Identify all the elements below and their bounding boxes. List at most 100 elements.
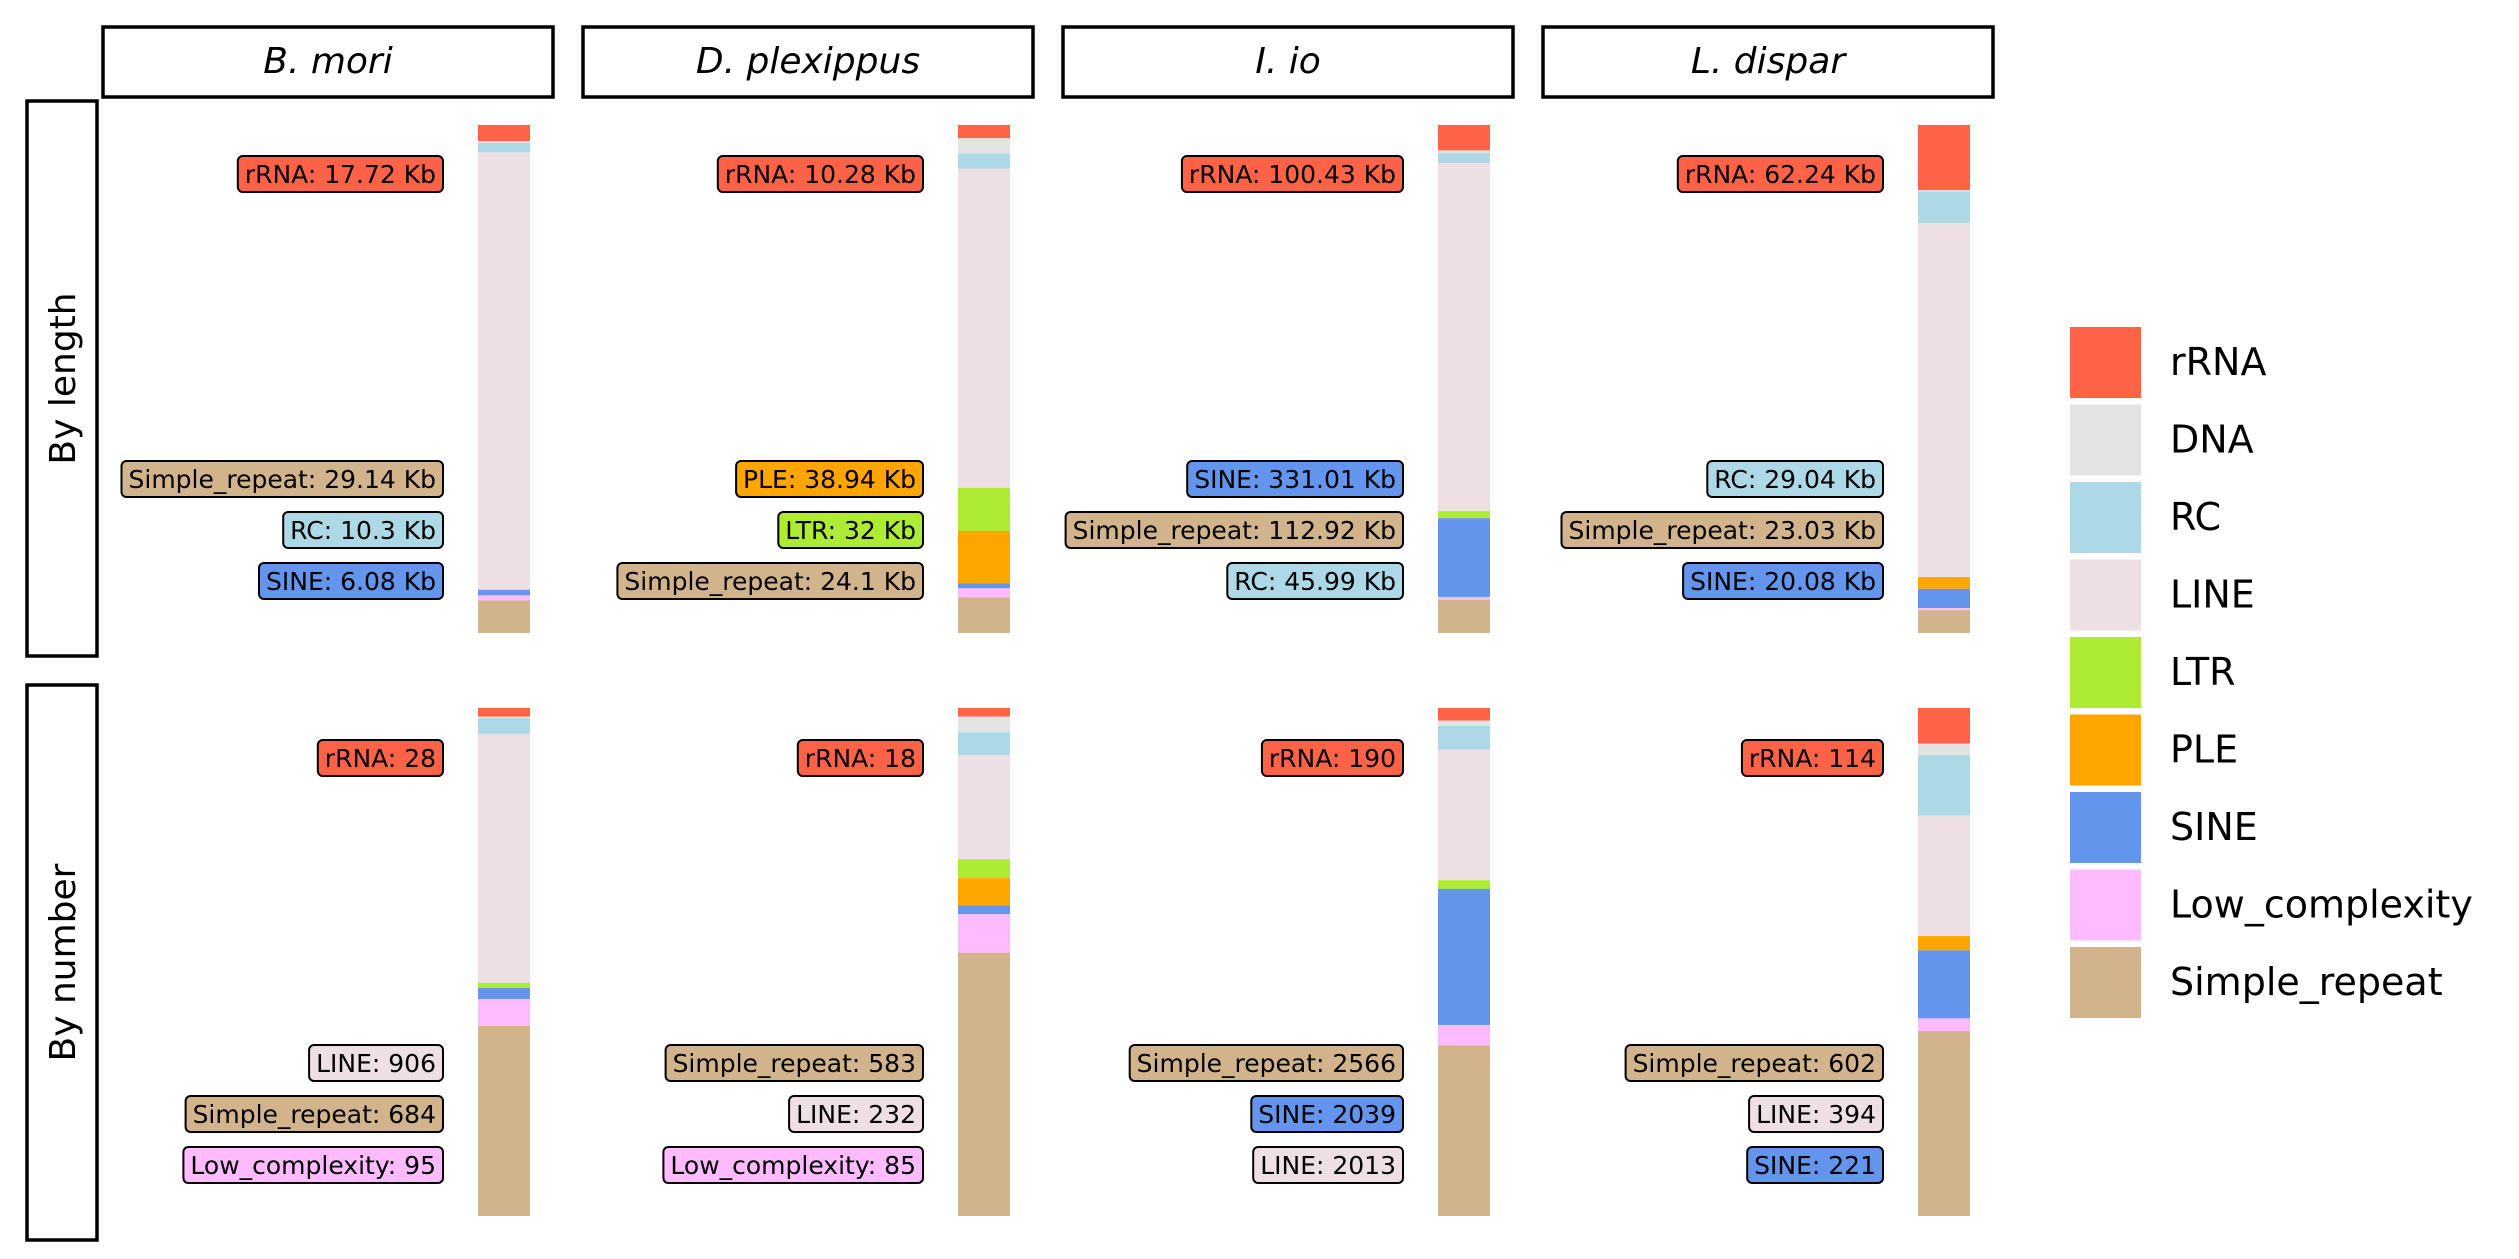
- column-header-box-i-io: [1061, 25, 1515, 99]
- segment-label-box: [282, 511, 445, 549]
- bar-segment-line: [478, 733, 530, 983]
- segment-label-text: SINE: 221: [1754, 1151, 1876, 1180]
- segment-label-text: Simple_repeat: 684: [193, 1100, 436, 1129]
- bar-segment-low-complexity: [958, 588, 1010, 598]
- segment-label-box: [1746, 1146, 1884, 1184]
- bar-segment-sine: [1438, 888, 1490, 1025]
- column-header-l-dispar: L. dispar: [1691, 41, 1847, 82]
- segment-label-simple-repeat: Simple_repeat: 583: [664, 1044, 924, 1082]
- segment-label-text: RC: 45.99 Kb: [1234, 567, 1396, 596]
- bar-segment-simple-repeat: [478, 1026, 530, 1216]
- bar-segment-ltr: [1438, 511, 1490, 519]
- segment-label-sine: SINE: 221: [1746, 1146, 1884, 1184]
- bar-segment-ltr: [958, 487, 1010, 531]
- bar-segment-rrna: [1438, 708, 1490, 721]
- bar-segment-rc: [1438, 725, 1490, 750]
- legend-item-ple: PLE: [2070, 714, 2238, 786]
- legend-swatch: [2070, 404, 2141, 476]
- bar-segment-simple-repeat: [1918, 610, 1970, 633]
- segment-label-rrna: rRNA: 100.43 Kb: [1180, 155, 1405, 193]
- segment-label-box: [716, 155, 924, 193]
- bar-segment-rrna: [958, 708, 1010, 717]
- bar-segment-sine: [1438, 518, 1490, 597]
- bar-segment-rc: [1438, 152, 1490, 164]
- segment-label-rrna: rRNA: 28: [316, 739, 444, 777]
- legend-label: Low_complexity: [2170, 883, 2473, 927]
- segment-label-text: Simple_repeat: 24.1 Kb: [624, 567, 916, 596]
- segment-label-box: [1180, 155, 1405, 193]
- legend-label: PLE: [2170, 728, 2238, 772]
- bar-segment-rrna: [1918, 708, 1970, 744]
- bar-segment-rc: [958, 732, 1010, 756]
- row-header-by-length: By length: [43, 292, 84, 464]
- column-header-d-plexippus: D. plexippus: [696, 41, 920, 82]
- legend-label: DNA: [2170, 418, 2254, 462]
- segment-label-box: [788, 1095, 924, 1133]
- segment-label-rrna: rRNA: 114: [1740, 739, 1885, 777]
- segment-label-box: [1624, 1044, 1884, 1082]
- legend-swatch: [2070, 792, 2141, 863]
- bar-segment-sine: [478, 987, 530, 1000]
- segment-label-box: [120, 460, 444, 498]
- bar-segment-sine: [1918, 588, 1970, 609]
- bar-segment-ple: [958, 878, 1010, 906]
- segment-label-text: LINE: 906: [316, 1049, 436, 1078]
- bar-segment-ple: [958, 530, 1010, 584]
- column-header-box-l-dispar: [1541, 25, 1995, 99]
- segment-label-box: [316, 739, 444, 777]
- bar-segment-simple-repeat: [478, 600, 530, 633]
- legend-item-dna: DNA: [2070, 404, 2254, 476]
- segment-label-box: [735, 460, 924, 498]
- bar-segment-line: [478, 152, 530, 590]
- segment-label-rrna: rRNA: 62.24 Kb: [1676, 155, 1885, 193]
- bar-segment-dna: [1918, 743, 1970, 756]
- segment-label-simple-repeat: Simple_repeat: 29.14 Kb: [120, 460, 444, 498]
- bar-segment-dna: [478, 141, 530, 143]
- segment-label-text: Simple_repeat: 2566: [1137, 1049, 1396, 1078]
- segment-label-text: SINE: 331.01 Kb: [1194, 465, 1396, 494]
- segment-label-box: [1226, 562, 1405, 600]
- segment-label-box: [1250, 1095, 1405, 1133]
- legend-swatch: [2070, 327, 2141, 398]
- segment-label-sine: SINE: 331.01 Kb: [1186, 460, 1404, 498]
- bar-segment-rrna: [958, 125, 1010, 139]
- segment-label-rc: RC: 45.99 Kb: [1226, 562, 1405, 600]
- segment-label-text: Simple_repeat: 112.92 Kb: [1073, 516, 1396, 545]
- segment-label-text: Simple_repeat: 583: [673, 1049, 916, 1078]
- segment-label-rrna: rRNA: 10.28 Kb: [716, 155, 924, 193]
- bar-segment-line: [1918, 815, 1970, 937]
- segment-label-simple-repeat: Simple_repeat: 2566: [1128, 1044, 1404, 1082]
- bar-segment-ltr: [1438, 880, 1490, 889]
- segment-label-text: Low_complexity: 85: [670, 1151, 916, 1180]
- column-header-b-mori: B. mori: [263, 41, 392, 82]
- segment-label-text: rRNA: 100.43 Kb: [1189, 160, 1396, 189]
- segment-label-text: rRNA: 62.24 Kb: [1685, 160, 1876, 189]
- segment-label-simple-repeat: Simple_repeat: 112.92 Kb: [1064, 511, 1404, 549]
- segment-label-box: [258, 562, 444, 600]
- segment-label-rrna: rRNA: 17.72 Kb: [236, 155, 444, 193]
- segment-label-text: LINE: 232: [796, 1100, 916, 1129]
- legend: rRNADNARCLINELTRPLESINELow_complexitySim…: [2070, 327, 2473, 1018]
- bar-segment-ltr: [958, 859, 1010, 879]
- bar-segment-simple-repeat: [958, 952, 1010, 1216]
- segment-label-rc: RC: 10.3 Kb: [282, 511, 445, 549]
- segment-label-text: rRNA: 18: [805, 744, 916, 773]
- segment-label-text: Simple_repeat: 29.14 Kb: [129, 465, 437, 494]
- bar-segment-low-complexity: [958, 914, 1010, 953]
- segment-label-simple-repeat: Simple_repeat: 684: [184, 1095, 444, 1133]
- legend-label: LTR: [2170, 650, 2236, 694]
- segment-label-simple-repeat: Simple_repeat: 24.1 Kb: [616, 562, 925, 600]
- segment-label-text: rRNA: 28: [325, 744, 436, 773]
- legend-label: RC: [2170, 495, 2221, 539]
- segment-label-text: Low_complexity: 95: [190, 1151, 436, 1180]
- segment-label-text: RC: 29.04 Kb: [1714, 465, 1876, 494]
- segment-label-box: [308, 1044, 444, 1082]
- panel-b-mori-by-length: rRNA: 17.72 Kb Simple_repeat: 29.14 Kb RC:…: [120, 125, 530, 633]
- bar-segment-rrna: [1438, 125, 1490, 151]
- segment-label-box: [1128, 1044, 1404, 1082]
- bar-segment-dna: [1438, 150, 1490, 153]
- segment-label-text: LTR: 32 Kb: [785, 516, 916, 545]
